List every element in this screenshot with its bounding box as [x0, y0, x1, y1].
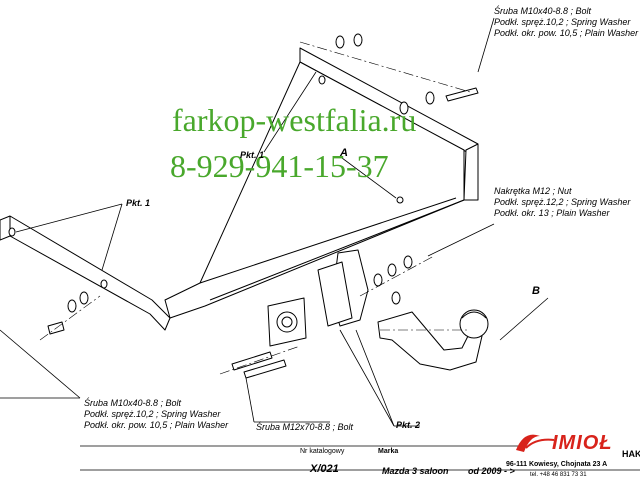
- label-pkt1-top: Pkt. 1: [240, 150, 265, 160]
- axis-line: [359, 255, 435, 297]
- watermark-phone: 8-929-941-15-37: [170, 148, 389, 184]
- mount-hole: [396, 196, 404, 204]
- washer: [79, 291, 89, 305]
- leader-a: [341, 157, 397, 199]
- crossbar-inner-edge: [209, 199, 465, 301]
- washer: [67, 299, 77, 313]
- vehicle-year: od 2009 - >: [468, 466, 515, 476]
- callout-top-right-spring: Podkł. spręż.10,2 ; Spring Washer: [494, 17, 631, 27]
- callout-left-spring: Podkł. spręż.10,2 ; Spring Washer: [84, 409, 221, 419]
- socket-hole: [276, 311, 298, 333]
- callout-bottom-bolt: Śruba M12x70-8.8 ; Bolt: [256, 422, 354, 432]
- bracket-plate: [317, 261, 353, 327]
- label-a: A: [340, 147, 348, 159]
- washer: [373, 273, 383, 287]
- brand-phone: tel. +48 46 831 73 31: [530, 472, 587, 478]
- catalog-label: Nr katalogowy: [300, 448, 345, 455]
- catalog-number: X/021: [310, 463, 339, 475]
- axis-line: [299, 41, 471, 93]
- washer: [403, 255, 413, 269]
- make-label: Marka: [378, 448, 399, 455]
- leader-top-right: [477, 17, 495, 73]
- leader-pkt1-top: [263, 71, 317, 153]
- left-arm: [0, 215, 171, 331]
- bolt-bottom-1: [231, 351, 273, 371]
- mount-hole: [318, 75, 326, 85]
- crossbar-body: [164, 61, 465, 319]
- leader-pkt1-left-b: [15, 203, 123, 233]
- leader-right: [427, 223, 495, 257]
- washer: [391, 291, 401, 305]
- crossbar-lower-edge: [199, 197, 457, 284]
- washer: [387, 263, 397, 277]
- watermark-site: farkop-westfalia.ru: [172, 102, 417, 138]
- callout-right-spring: Podkł. spręż.12,2 ; Spring Washer: [494, 197, 631, 207]
- washer: [399, 101, 409, 115]
- leader-pkt1-left: [101, 203, 123, 271]
- washer: [335, 35, 345, 49]
- callout-left-bolt: Śruba M10x40-8.8 ; Bolt: [84, 398, 182, 408]
- label-pkt2: Pkt. 2: [396, 420, 421, 430]
- leader-bottom-bolt: [245, 377, 255, 423]
- leader-pkt2b: [355, 329, 395, 427]
- tow-ball: [459, 309, 489, 339]
- leader-left: [0, 329, 81, 399]
- vehicle-model: Mazda 3 saloon: [382, 466, 449, 476]
- brand-name: IMIOŁ: [552, 432, 613, 454]
- callout-left-plain: Podkł. okr. pow. 10,5 ; Plain Washer: [84, 420, 229, 430]
- label-b: B: [532, 285, 540, 297]
- axis-line: [219, 345, 301, 375]
- mount-hole: [8, 227, 16, 237]
- callout-top-right-plain: Podkł. okr. pow. 10,5 ; Plain Washer: [494, 28, 639, 38]
- ball-neck: [377, 311, 483, 371]
- callout-right-plain: Podkł. okr. 13 ; Plain Washer: [494, 208, 610, 218]
- crossbar-right-end: [463, 143, 479, 201]
- brand-address: 96-111 Kowiesy, Chojnata 23 A: [506, 461, 608, 468]
- brand-suffix: HAK: [622, 449, 640, 459]
- brand-swoosh-icon: [516, 434, 555, 452]
- axis-line: [39, 295, 101, 341]
- callout-right-nut: Nakrętka M12 ; Nut: [494, 186, 572, 196]
- title-block-frame: [80, 445, 640, 471]
- label-pkt1-left: Pkt. 1: [126, 198, 151, 208]
- bolt-top-right: [445, 87, 479, 102]
- bolt-bottom-2: [243, 359, 287, 379]
- washer: [425, 91, 435, 105]
- callout-top-right-bolt: Śruba M10x40-8.8 ; Bolt: [494, 6, 592, 16]
- washer: [353, 33, 363, 47]
- leader-b: [499, 297, 549, 341]
- mount-hole: [100, 279, 108, 289]
- leader-pkt2: [339, 329, 395, 427]
